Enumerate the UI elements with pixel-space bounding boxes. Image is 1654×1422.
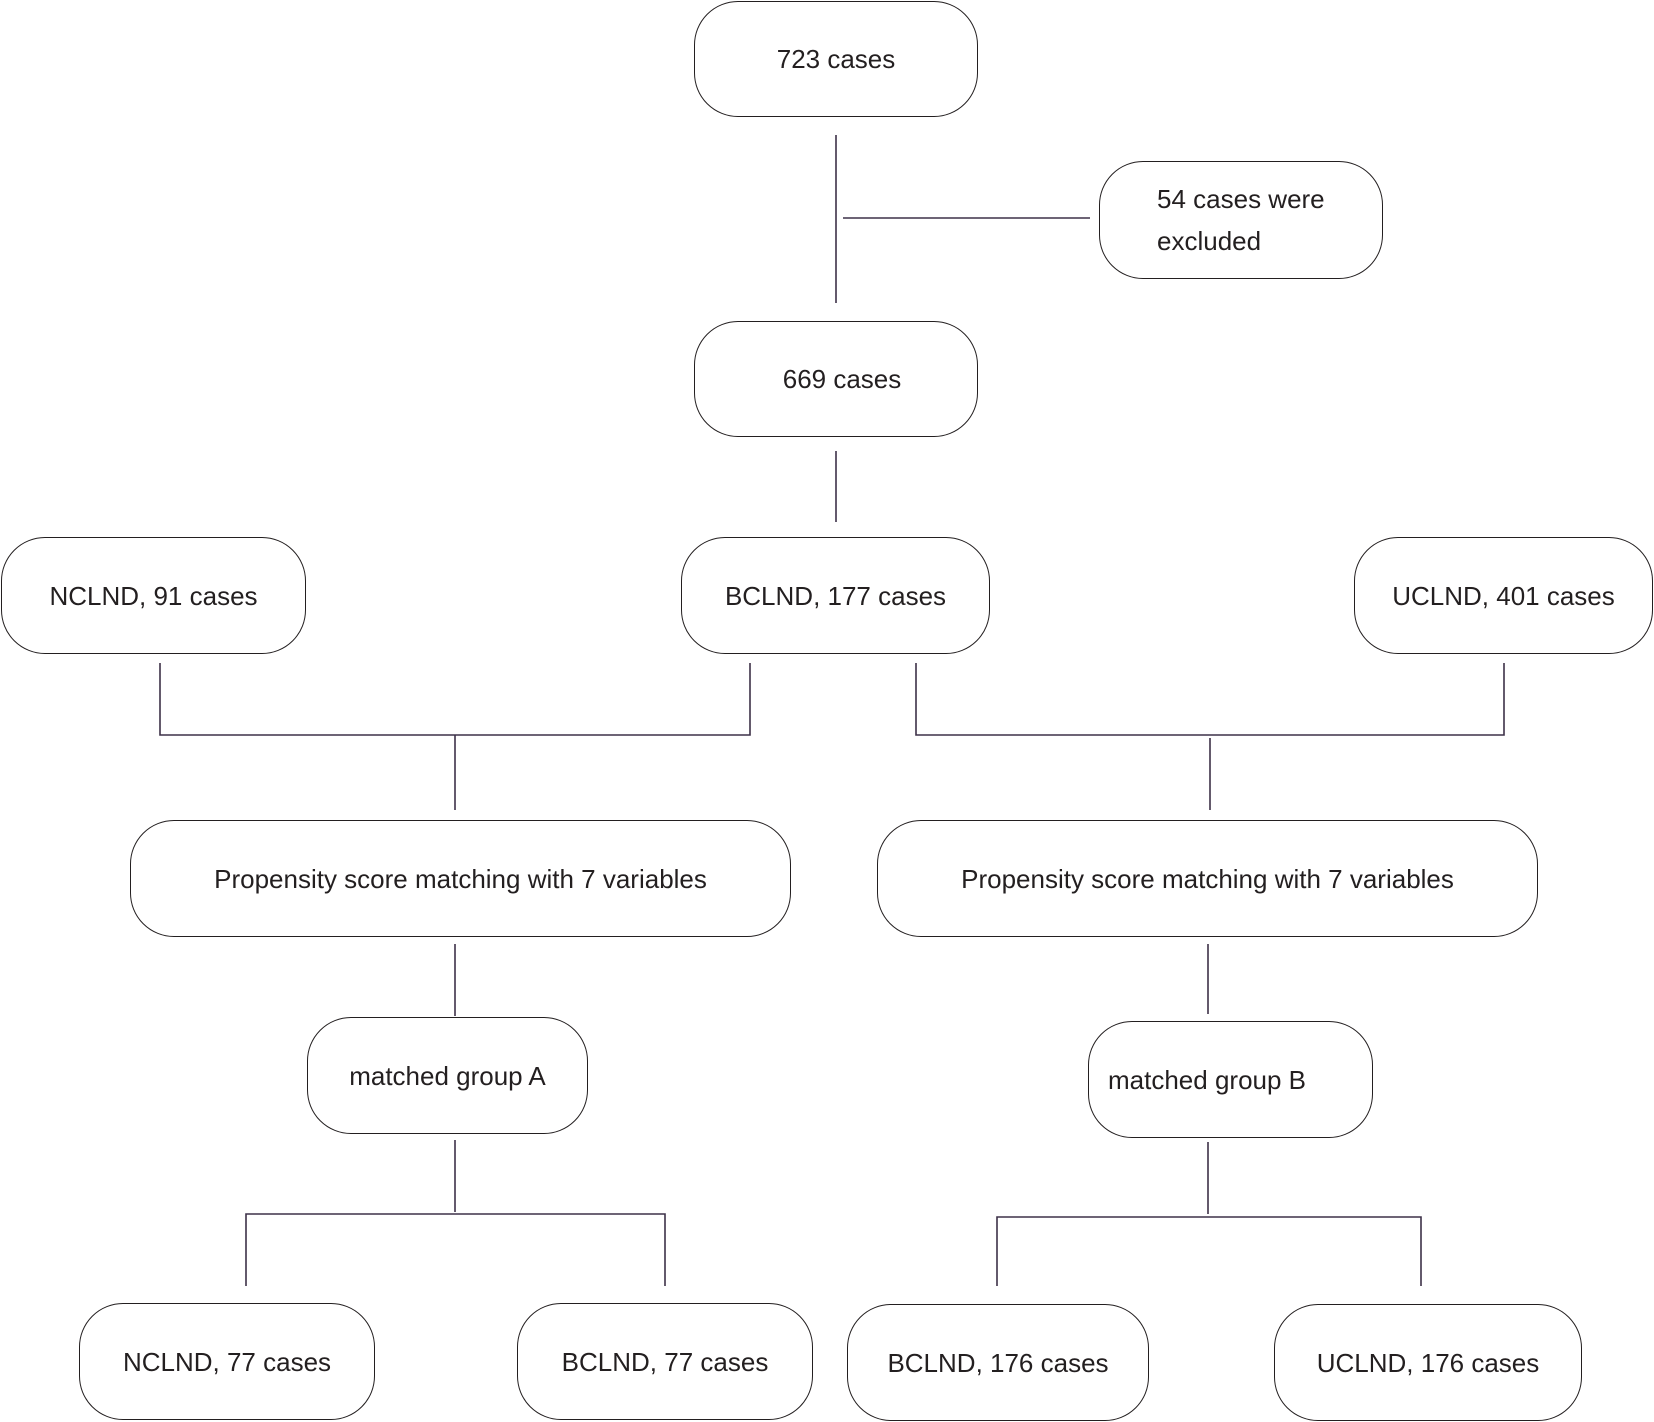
node-ncl-all: NCLND, 91 cases [1, 537, 306, 654]
node-group-b-label: matched group B [1108, 1064, 1307, 1095]
node-remaining-label: 669 cases [782, 364, 902, 394]
node-ncl-a: NCLND, 77 cases [79, 1303, 375, 1420]
node-psm-right: Propensity score matching with 7 variabl… [877, 820, 1538, 937]
node-bcl-a-label: BCLND, 77 cases [561, 1346, 769, 1377]
node-psm-left: Propensity score matching with 7 variabl… [130, 820, 791, 937]
connector-merge-left [159, 663, 751, 736]
node-bcl-all-label: BCLND, 177 cases [724, 580, 947, 611]
node-group-b: matched group B [1088, 1021, 1373, 1138]
node-bcl-all: BCLND, 177 cases [681, 537, 990, 654]
node-bcl-a: BCLND, 77 cases [517, 1303, 813, 1420]
node-bcl-b-label: BCLND, 176 cases [887, 1347, 1109, 1378]
node-start: 723 cases [694, 1, 978, 117]
node-start-label: 723 cases [776, 44, 896, 74]
node-excluded-label: 54 cases were excluded [1157, 184, 1325, 256]
node-ucl-all: UCLND, 401 cases [1354, 537, 1653, 654]
node-group-a: matched group A [307, 1017, 588, 1134]
node-ucl-b-label: UCLND, 176 cases [1316, 1347, 1540, 1378]
node-psm-left-label: Propensity score matching with 7 variabl… [214, 863, 707, 894]
node-ncl-all-label: NCLND, 91 cases [49, 580, 258, 611]
node-excluded: 54 cases were excluded [1099, 161, 1383, 279]
node-group-a-label: matched group A [349, 1060, 546, 1091]
connector-split-b [996, 1216, 1422, 1286]
node-remaining: 669 cases [694, 321, 978, 437]
node-bcl-b: BCLND, 176 cases [847, 1304, 1149, 1421]
node-ucl-all-label: UCLND, 401 cases [1392, 580, 1615, 611]
connector-merge-right [915, 663, 1505, 736]
node-ncl-a-label: NCLND, 77 cases [122, 1346, 332, 1377]
node-ucl-b: UCLND, 176 cases [1274, 1304, 1582, 1421]
node-psm-right-label: Propensity score matching with 7 variabl… [961, 863, 1454, 894]
connector-split-a [245, 1213, 666, 1286]
